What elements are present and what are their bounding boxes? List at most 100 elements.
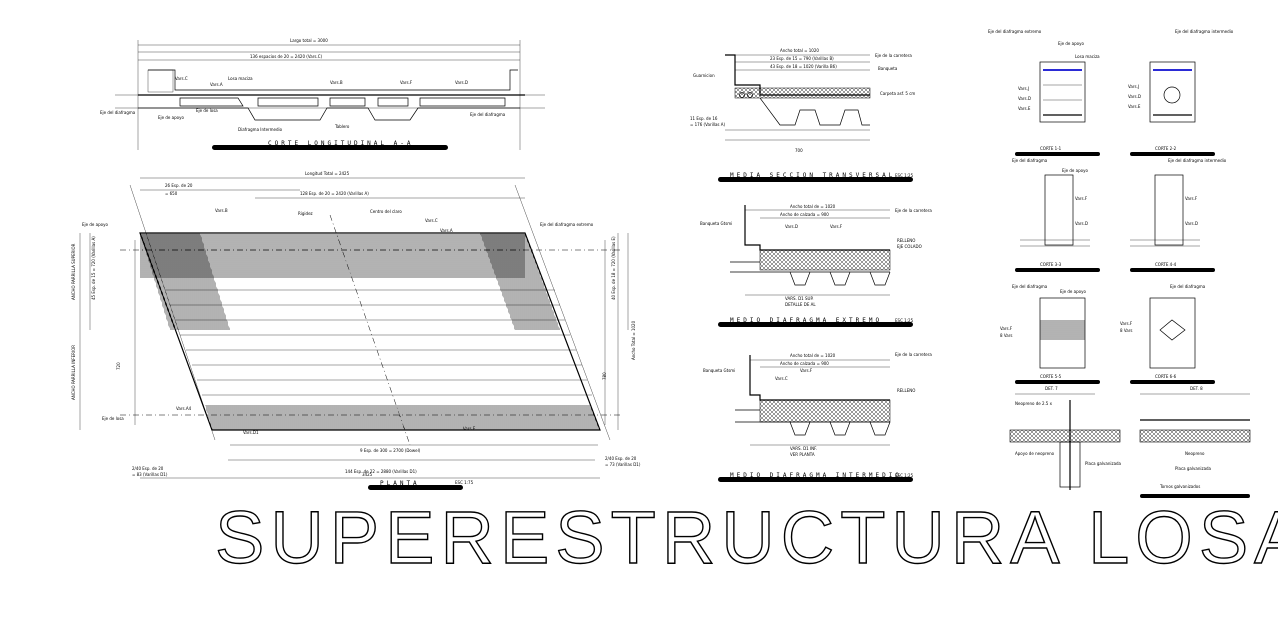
plan-title-bar	[368, 485, 463, 490]
plan-vara: Vars.A	[440, 228, 453, 233]
di-title: MEDIO DIAFRAGMA INTERMEDIO	[730, 472, 902, 479]
long-spacing: 136 espacios de 20 = 2420 (Vars.C)	[250, 54, 322, 59]
d2-l1: Vars.J	[1128, 84, 1139, 89]
plan-dim-780: 780	[602, 372, 607, 380]
d1-title: CORTE 1-1	[1040, 146, 1062, 151]
intermediate-diaphragm: Ancho total de = 1020 Ancho de calzada =…	[703, 352, 932, 482]
tr-esp2: 43 Esp. de 18 = 1020 (Varilla B6)	[770, 64, 837, 69]
tr-banqueta: Banqueta	[878, 66, 898, 71]
tr-dim-bottom: 700	[795, 148, 803, 153]
long-diafragma-int: Diafragma Intermedio	[238, 127, 283, 132]
d8-l2: Tornos galvanizados	[1159, 484, 1200, 489]
di-title-bar	[718, 477, 913, 482]
plan-left-v2: ANCHO PARRILLA INFERIOR	[71, 345, 76, 400]
di-eje: Eje de la carretera	[895, 352, 932, 357]
d5-l1: Eje de apoyo	[1060, 289, 1086, 294]
di-bottom: VARS. D1 INF.	[790, 446, 817, 451]
plan-centro: Centro del claro	[370, 209, 402, 214]
detail-3: Eje del diafragma Eje de apoyo Vars.F Va…	[1012, 158, 1100, 272]
de-title: MEDIO DIAFRAGMA EXTREMO	[730, 317, 882, 324]
d6-title: CORTE 6-6	[1155, 374, 1177, 379]
di-scale: ESC 1:25	[895, 473, 914, 478]
longitudinal-section: Largo total = 3000 136 espacios de 20 = …	[100, 38, 545, 150]
plan-bars	[165, 289, 592, 396]
d2-l0: Eje del diafragma intermedio	[1175, 29, 1234, 34]
d6-l1: Vars.F	[1120, 321, 1133, 326]
d3-l3: Vars.D	[1075, 221, 1088, 226]
d3-title: CORTE 3-3	[1040, 262, 1062, 267]
d2-title: CORTE 2-2	[1155, 146, 1177, 151]
d6-l2: 8 Vars	[1120, 328, 1132, 333]
long-varsd: Vars.D	[455, 80, 468, 85]
di-relleno: RELLENO	[897, 388, 915, 393]
tr-scale: ESC 1:25	[895, 173, 914, 178]
tr-ancho: Ancho total = 1020	[780, 48, 819, 53]
d4-title: CORTE 4-4	[1155, 262, 1177, 267]
plan-esp-top: 26 Esp. de 20	[165, 183, 193, 188]
long-varf: Vars.F	[400, 80, 413, 85]
tr-guarnicion: Guarnicion	[693, 73, 715, 78]
plan-dim-720: 720	[116, 362, 121, 370]
tr-varilla: 11 Esp. de 16	[690, 116, 718, 121]
de-scale: ESC 1:25	[895, 318, 914, 323]
di-varsc: Vars.C	[775, 376, 788, 381]
plan-var-a4: Vars.A4	[176, 406, 192, 411]
long-vara: Vars.A	[210, 82, 223, 87]
d3-l2: Vars.F	[1075, 196, 1088, 201]
long-title: CORTE LONGITUDINAL A-A	[268, 140, 413, 147]
plan-rigidez: Rigidez	[298, 211, 313, 216]
d2-l2: Vars.D	[1128, 94, 1141, 99]
d1-l4: Vars.D	[1018, 96, 1031, 101]
d1-l3: Vars.J	[1018, 86, 1029, 91]
d5-l0: Eje del diafragma	[1012, 284, 1048, 289]
d1-l2: Losa maciza	[1075, 54, 1100, 59]
tr-eje: Eje de la carretera	[875, 53, 912, 58]
long-total-length: Largo total = 3000	[290, 38, 328, 43]
long-losa: Losa maciza	[228, 76, 253, 81]
de-varsd: Vars.D	[785, 224, 798, 229]
d3-title-bar	[1015, 268, 1100, 272]
d3-l1: Eje de apoyo	[1062, 168, 1088, 173]
long-eje-diafragma: Eje del diafragma	[100, 110, 136, 115]
detail-5: Eje del diafragma Eje de apoyo Vars.F 8 …	[1000, 284, 1100, 384]
d2-l3: Vars.E	[1128, 104, 1141, 109]
plan-esp-bottom: 9 Esp. de 300 = 2700 (Dowel)	[360, 448, 421, 453]
plan-scale: ESC 1:75	[455, 480, 474, 485]
d5-l2: Vars.F	[1000, 326, 1013, 331]
d8-bar	[1140, 494, 1250, 498]
plan-right-v2: Ancho Total = 1020	[631, 320, 636, 360]
end-diaphragm: Ancho total de = 1020 Ancho de calzada =…	[700, 204, 932, 327]
d1-l5: Vars.E	[1018, 106, 1031, 111]
d4-title-bar	[1130, 268, 1215, 272]
d4-l1: Vars.F	[1185, 196, 1198, 201]
di-varsf: Vars.F	[800, 368, 813, 373]
d4-l0: Eje del diafragma intermedio	[1168, 158, 1227, 163]
long-eje-apoyo: Eje de apoyo	[158, 115, 184, 120]
d2-title-bar	[1130, 152, 1215, 156]
d1-l0: Eje del diafragma extremo	[988, 29, 1042, 34]
plan-eje-diafragma: Eje del diafragma extremo	[540, 222, 594, 227]
d7-l1: Apoyo de neopreno	[1015, 451, 1055, 456]
d7-l0: Neopreno de 2.5 x	[1015, 401, 1053, 406]
plan-longitud: Longitud Total = 2425	[305, 171, 350, 176]
d5-title: CORTE 5-5	[1040, 374, 1062, 379]
detail-2: Eje del diafragma intermedio Vars.J Vars…	[1128, 29, 1234, 156]
plan-eje-losa: Eje de losa	[102, 416, 124, 421]
d7-title: DET. 7	[1045, 386, 1058, 391]
tr-asfalto: Carpeta asf. 5 cm	[880, 91, 915, 96]
d8-title: DET. 8	[1190, 386, 1203, 391]
plan-eje-apoyo: Eje de apoyo	[82, 222, 108, 227]
d5-title-bar	[1015, 380, 1100, 384]
plan-varc: Vars.C	[425, 218, 438, 223]
de-title-bar	[718, 322, 913, 327]
long-varb: Vars.B	[330, 80, 343, 85]
plan-varb: Vars.B	[215, 208, 228, 213]
detail-8: DET. 8 Neopreno Placa galvanizada Tornos…	[1139, 386, 1251, 498]
d3-l0: Eje del diafragma	[1012, 158, 1048, 163]
plan-top-count: = 650	[165, 191, 178, 196]
d8-l1: Placa galvanizada	[1175, 466, 1212, 471]
de-banqueta: Banqueta Gtsmi	[700, 221, 732, 226]
plan-esp-lb2: = 83 (Varillas D1)	[132, 472, 168, 477]
de-bottom: VARS. D1 SUP.	[785, 296, 814, 301]
long-tablero: Tablero	[334, 124, 350, 129]
